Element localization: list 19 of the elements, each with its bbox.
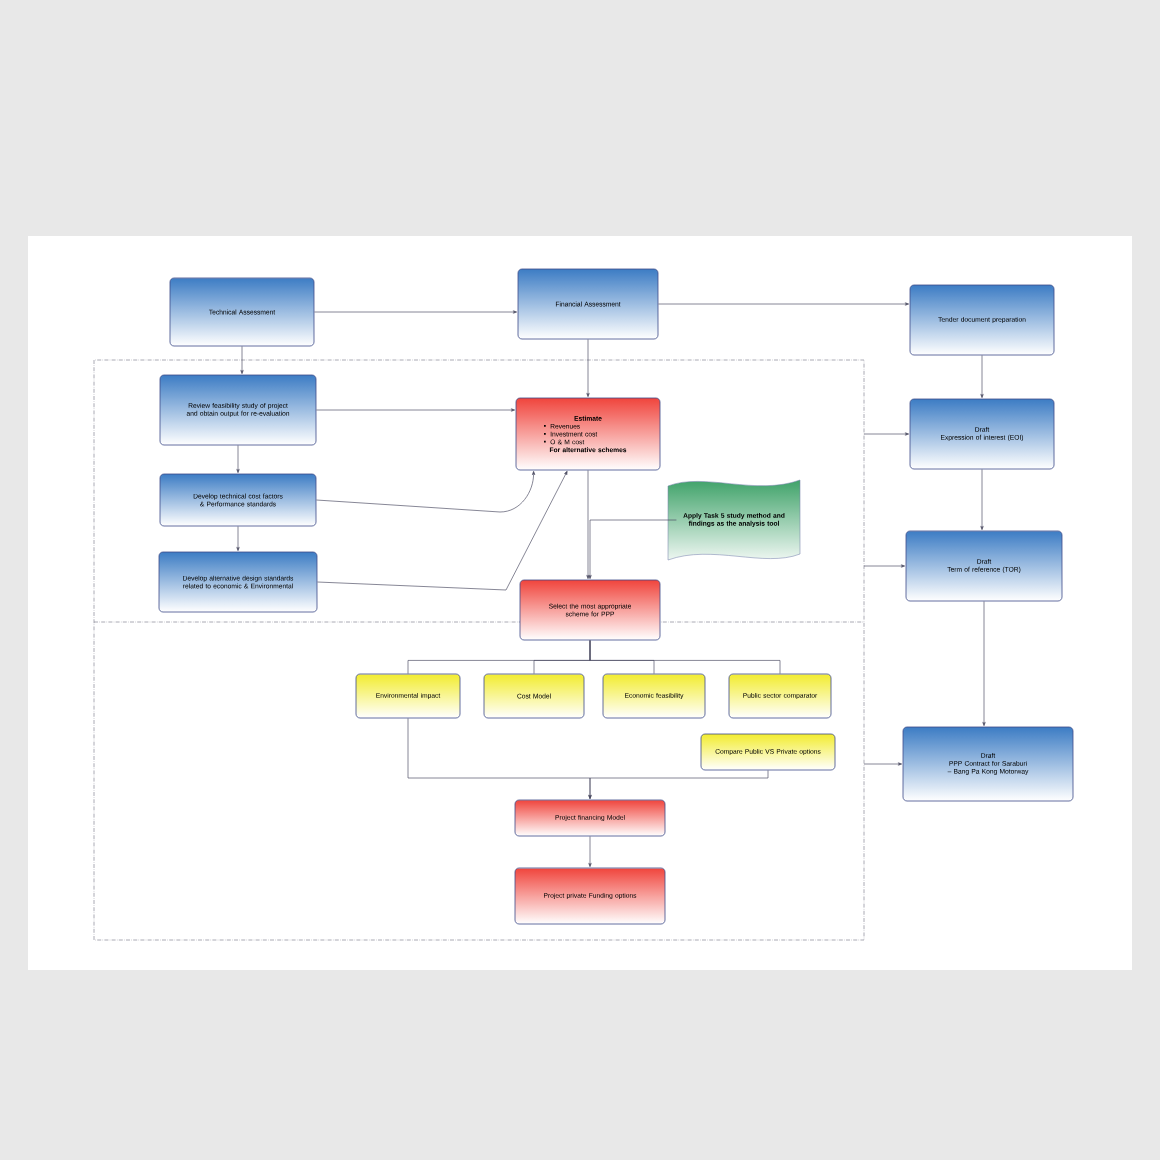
arrow — [980, 469, 984, 530]
arrow — [236, 526, 240, 551]
arrow — [314, 310, 517, 314]
arrow — [588, 836, 592, 867]
arrow — [588, 519, 677, 579]
arrow — [240, 346, 244, 374]
arrow — [316, 408, 515, 412]
arrow — [316, 471, 536, 513]
arrow — [863, 762, 902, 766]
arrow — [236, 445, 240, 473]
arrow — [982, 601, 986, 726]
arrow — [588, 770, 769, 799]
arrow — [586, 470, 590, 579]
arrow — [317, 470, 568, 591]
arrow — [863, 432, 909, 436]
arrow — [586, 339, 590, 397]
arrow — [658, 302, 909, 306]
arrow — [980, 355, 984, 398]
arrow — [863, 564, 905, 568]
